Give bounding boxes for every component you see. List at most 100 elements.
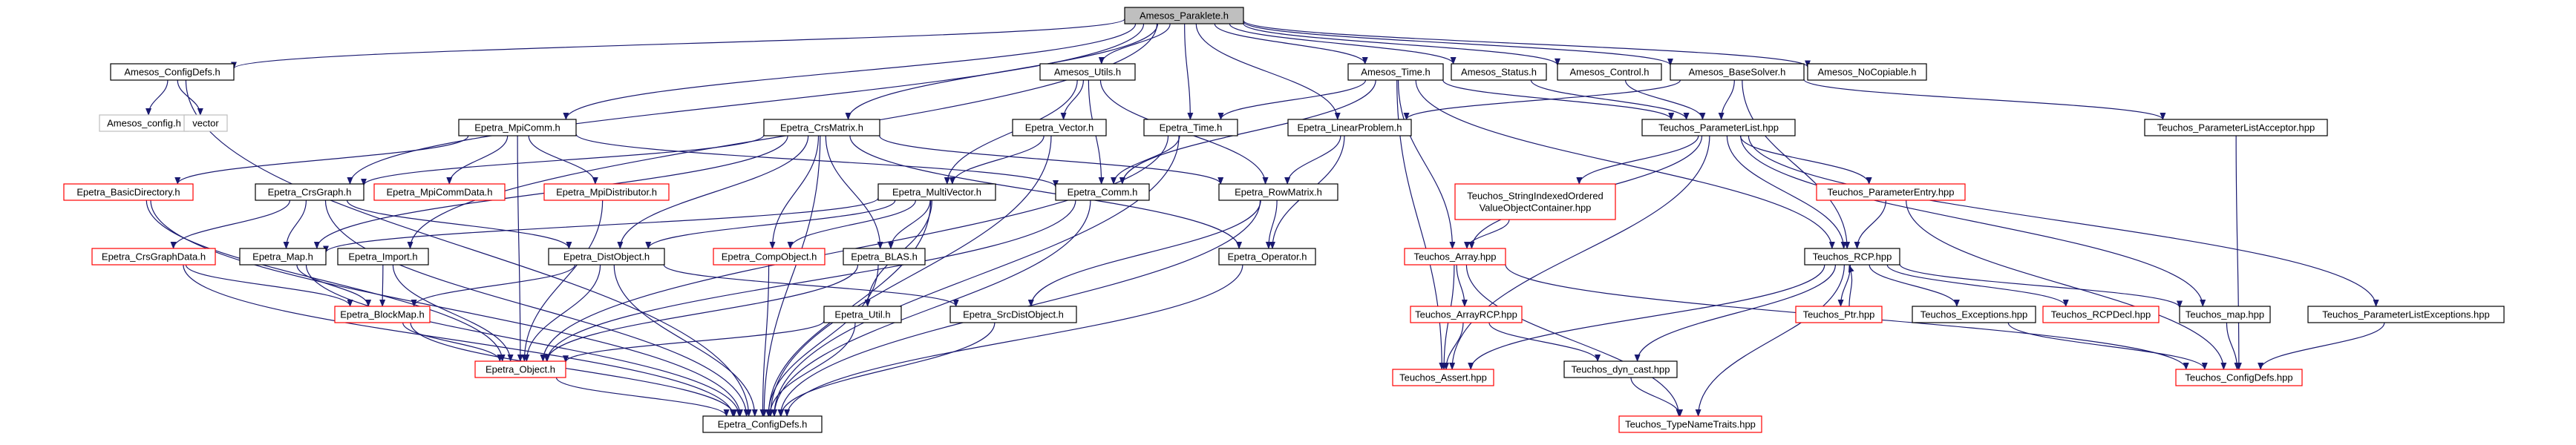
node-box	[2144, 119, 2328, 136]
edge-teuchos-rcp-hpp-to-teuchos-map-hpp	[1899, 263, 2183, 309]
edge-teuchos-parameterentry-hpp-to-teuchos-rcp-hpp	[1854, 200, 1887, 249]
node-box	[474, 360, 566, 378]
graph-node-epetra-comm-h[interactable]: Epetra_Comm.h	[1055, 183, 1150, 201]
graph-node-teuchos-configdefs-hpp[interactable]: Teuchos_ConfigDefs.hpp	[2175, 369, 2303, 386]
graph-node-amesos-paraklete-h[interactable]: Amesos_Paraklete.h	[1124, 7, 1244, 24]
node-box	[239, 248, 327, 266]
edge-epetra-util-h-to-epetra-object-h	[563, 320, 825, 363]
graph-node-epetra-mpidistributor-h[interactable]: Epetra_MpiDistributor.h	[543, 183, 670, 201]
graph-node-amesos-control-h[interactable]: Amesos_Control.h	[1557, 63, 1662, 81]
graph-node-epetra-map-h[interactable]: Epetra_Map.h	[239, 248, 327, 266]
edge-amesos-paraklete-h-to-amesos-utils-h	[1098, 23, 1171, 65]
node-box	[2307, 306, 2505, 323]
graph-node-epetra-linearproblem-h[interactable]: Epetra_LinearProblem.h	[1287, 119, 1412, 136]
graph-node-teuchos-parameterlist-hpp[interactable]: Teuchos_ParameterList.hpp	[1641, 119, 1796, 136]
graph-node-epetra-basicdirectory-h[interactable]: Epetra_BasicDirectory.h	[63, 183, 194, 201]
graph-node-epetra-mpicomm-h[interactable]: Epetra_MpiComm.h	[458, 119, 577, 136]
edge-epetra-time-h-to-epetra-comm-h	[1111, 135, 1180, 185]
node-box	[763, 119, 880, 136]
edge-epetra-crsmatrix-h-to-epetra-crsgraph-h	[361, 134, 765, 186]
edge-teuchos-parameterentry-hpp-to-teuchos-configdefs-hpp	[1906, 200, 2227, 370]
graph-node-teuchos-typenametraits-hpp[interactable]: Teuchos_TypeNameTraits.hpp	[1618, 415, 1762, 433]
graph-node-teuchos-arrayrcp-hpp[interactable]: Teuchos_ArrayRCP.hpp	[1410, 306, 1523, 323]
graph-node-amesos-time-h[interactable]: Amesos_Time.h	[1347, 63, 1444, 81]
node-box	[91, 248, 216, 266]
graph-node-epetra-multivector-h[interactable]: Epetra_MultiVector.h	[877, 183, 996, 201]
edge-amesos-time-h-to-teuchos-parameterlist-hpp	[1442, 79, 1675, 120]
graph-node-epetra-blockmap-h[interactable]: Epetra_BlockMap.h	[334, 306, 431, 323]
node-label: Epetra_CrsGraphData.h	[102, 251, 206, 263]
graph-node-epetra-mpicommdata-h[interactable]: Epetra_MpiCommData.h	[373, 183, 506, 201]
graph-node-teuchos-rcp-hpp[interactable]: Teuchos_RCP.hpp	[1804, 248, 1900, 266]
node-box	[877, 183, 996, 201]
graph-node-teuchos-rcpdecl-hpp[interactable]: Teuchos_RCPDecl.hpp	[2042, 306, 2160, 323]
edge-epetra-vector-h-to-epetra-configdefs-h	[768, 135, 1052, 417]
node-label: Epetra_MpiComm.h	[474, 122, 560, 134]
edge-epetra-util-h-to-epetra-configdefs-h	[767, 322, 856, 417]
graph-node-teuchos-array-hpp[interactable]: Teuchos_Array.hpp	[1404, 248, 1506, 266]
graph-node-epetra-rowmatrix-h[interactable]: Epetra_RowMatrix.h	[1218, 183, 1338, 201]
graph-node-epetra-vector-h[interactable]: Epetra_Vector.h	[1012, 119, 1107, 136]
node-label: Teuchos_ParameterListAcceptor.hpp	[2157, 122, 2315, 134]
graph-node-teuchos-parameterentry-hpp[interactable]: Teuchos_ParameterEntry.hpp	[1816, 183, 1966, 201]
node-label: Teuchos_StringIndexedOrdered	[1467, 191, 1604, 202]
edge-amesos-basesolver-h-to-teuchos-parameterlist-hpp	[1718, 79, 1735, 120]
node-box	[823, 306, 902, 323]
graph-node-amesos-config-h[interactable]: Amesos_config.h	[99, 114, 189, 132]
node-box	[1218, 183, 1338, 201]
edge-epetra-object-h-to-epetra-configdefs-h	[555, 377, 730, 417]
graph-node-epetra-configdefs-h[interactable]: Epetra_ConfigDefs.h	[702, 415, 823, 433]
node-label: Amesos_Time.h	[1361, 67, 1430, 78]
graph-node-vector[interactable]: vector	[183, 114, 228, 132]
edge-epetra-import-h-to-epetra-blockmap-h	[379, 264, 386, 307]
node-label: Teuchos_Assert.hpp	[1399, 372, 1487, 383]
graph-node-epetra-crsgraphdata-h[interactable]: Epetra_CrsGraphData.h	[91, 248, 216, 266]
node-label: Amesos_Control.h	[1570, 67, 1650, 78]
graph-node-amesos-configdefs-h[interactable]: Amesos_ConfigDefs.h	[110, 63, 235, 81]
node-label: Teuchos_TypeNameTraits.hpp	[1625, 419, 1756, 430]
node-label: Epetra_Import.h	[348, 251, 417, 263]
edge-epetra-distobject-h-to-epetra-blockmap-h	[411, 264, 576, 307]
graph-node-epetra-time-h[interactable]: Epetra_Time.h	[1143, 119, 1238, 136]
edge-amesos-paraklete-h-to-amesos-basesolver-h	[1243, 21, 1673, 66]
graph-node-epetra-util-h[interactable]: Epetra_Util.h	[823, 306, 902, 323]
nodes-layer: Amesos_Paraklete.hAmesos_ConfigDefs.hAme…	[63, 7, 2505, 433]
edge-epetra-crsgraphdata-h-to-epetra-blockmap-h	[185, 264, 353, 307]
graph-node-teuchos-stringindexed-hpp[interactable]: Teuchos_StringIndexedOrderedValueObjectC…	[1454, 183, 1616, 220]
graph-node-epetra-blas-h[interactable]: Epetra_BLAS.h	[843, 248, 926, 266]
graph-node-epetra-import-h[interactable]: Epetra_Import.h	[337, 248, 429, 266]
graph-node-teuchos-ptr-hpp[interactable]: Teuchos_Ptr.hpp	[1795, 306, 1883, 323]
graph-node-teuchos-parameterlistacceptor-hpp[interactable]: Teuchos_ParameterListAcceptor.hpp	[2144, 119, 2328, 136]
edge-epetra-distobject-h-to-epetra-srcdistobject-h	[663, 264, 959, 307]
edge-teuchos-stringindexed-hpp-to-teuchos-array-hpp	[1464, 219, 1510, 249]
edge-teuchos-parameterlistexceptions-hpp-to-teuchos-configdefs-hpp	[2258, 322, 2385, 370]
node-label: Amesos_Status.h	[1461, 67, 1537, 78]
node-label: Epetra_LinearProblem.h	[1298, 122, 1402, 134]
graph-node-amesos-utils-h[interactable]: Amesos_Utils.h	[1039, 63, 1136, 81]
graph-node-epetra-object-h[interactable]: Epetra_Object.h	[474, 360, 566, 378]
graph-node-epetra-crsmatrix-h[interactable]: Epetra_CrsMatrix.h	[763, 119, 880, 136]
edge-teuchos-rcp-hpp-to-teuchos-ptr-hpp	[1837, 264, 1851, 307]
node-box	[1670, 63, 1805, 81]
graph-node-amesos-basesolver-h[interactable]: Amesos_BaseSolver.h	[1670, 63, 1805, 81]
graph-node-epetra-srcdistobject-h[interactable]: Epetra_SrcDistObject.h	[949, 306, 1077, 323]
graph-node-amesos-nocopiable-h[interactable]: Amesos_NoCopiable.h	[1807, 63, 1927, 81]
graph-node-teuchos-exceptions-hpp[interactable]: Teuchos_Exceptions.hpp	[1912, 306, 2036, 323]
graph-node-teuchos-dyn-cast-hpp[interactable]: Teuchos_dyn_cast.hpp	[1563, 360, 1678, 378]
edge-teuchos-rcp-hpp-to-teuchos-typenametraits-hpp	[1695, 264, 1845, 417]
graph-node-teuchos-map-hpp[interactable]: Teuchos_map.hpp	[2179, 306, 2271, 323]
edge-epetra-mpicomm-h-to-epetra-comm-h	[575, 134, 1059, 188]
edge-epetra-blas-h-to-epetra-configdefs-h	[765, 264, 879, 417]
graph-node-amesos-status-h[interactable]: Amesos_Status.h	[1451, 63, 1547, 81]
edge-teuchos-dyn-cast-hpp-to-teuchos-typenametraits-hpp	[1630, 377, 1684, 417]
edge-teuchos-parameterlist-hpp-to-teuchos-parameterentry-hpp	[1739, 135, 1872, 185]
edge-amesos-paraklete-h-to-amesos-status-h	[1229, 23, 1457, 65]
graph-node-epetra-crsgraph-h[interactable]: Epetra_CrsGraph.h	[255, 183, 365, 201]
graph-node-epetra-compobject-h[interactable]: Epetra_CompObject.h	[713, 248, 826, 266]
graph-node-teuchos-parameterlistexceptions-hpp[interactable]: Teuchos_ParameterListExceptions.hpp	[2307, 306, 2505, 323]
graph-node-epetra-operator-h[interactable]: Epetra_Operator.h	[1218, 248, 1316, 266]
node-box	[1124, 7, 1244, 24]
node-box	[1143, 119, 1238, 136]
graph-node-epetra-distobject-h[interactable]: Epetra_DistObject.h	[548, 248, 665, 266]
graph-node-teuchos-assert-hpp[interactable]: Teuchos_Assert.hpp	[1392, 369, 1494, 386]
